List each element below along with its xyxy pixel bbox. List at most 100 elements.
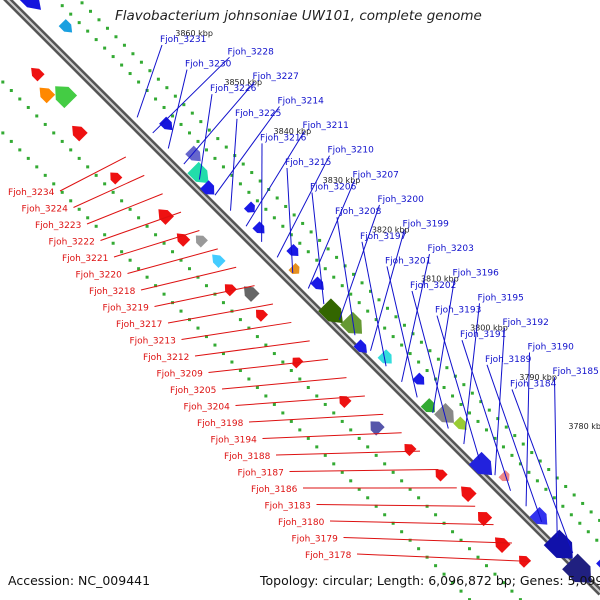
leader-line bbox=[198, 94, 213, 180]
leader-line bbox=[59, 156, 127, 192]
gene-label-top: Fjoh_3200 bbox=[378, 195, 425, 205]
leader-line bbox=[230, 118, 238, 211]
gene-label-top: Fjoh_3228 bbox=[228, 47, 275, 57]
gene-label-top: Fjoh_3195 bbox=[478, 293, 524, 303]
gene-arrow bbox=[494, 537, 511, 553]
leader-line bbox=[154, 285, 255, 307]
gene-label-top: Fjoh_3197 bbox=[360, 232, 406, 242]
gene-label-top: Fjoh_3231 bbox=[160, 35, 206, 45]
accession-label: Accession: NC_009441 bbox=[8, 573, 151, 588]
scale-tick-label: 3780 kbp bbox=[568, 422, 600, 431]
gene-label-bottom: Fjoh_3234 bbox=[8, 188, 55, 198]
gene-arrow bbox=[370, 421, 385, 436]
leader-line bbox=[525, 352, 530, 507]
leader-line bbox=[183, 81, 255, 165]
gene-label-bottom: Fjoh_3218 bbox=[89, 287, 136, 297]
gene-label-bottom: Fjoh_3209 bbox=[157, 370, 204, 380]
leader-line bbox=[140, 266, 237, 291]
gene-label-top: Fjoh_3230 bbox=[185, 60, 232, 70]
scale-tick-label: 3820 kbp bbox=[372, 225, 410, 234]
leader-line bbox=[127, 248, 218, 274]
leader-line bbox=[214, 106, 280, 196]
gene-label-bottom: Fjoh_3223 bbox=[35, 221, 81, 231]
leader-line bbox=[329, 520, 494, 526]
leader-line bbox=[343, 537, 512, 544]
gene-label-top: Fjoh_3185 bbox=[553, 367, 599, 377]
gene-arrow bbox=[286, 243, 299, 256]
gene-label-top: Fjoh_3189 bbox=[485, 355, 532, 365]
leader-line bbox=[336, 217, 356, 336]
gene-arrow bbox=[55, 86, 78, 109]
gene-arrow bbox=[255, 309, 268, 322]
scale-tick-label: 3790 kbp bbox=[519, 373, 557, 382]
gene-arrow bbox=[318, 298, 343, 324]
gene-arrow bbox=[252, 221, 265, 234]
gene-arrow bbox=[31, 67, 45, 82]
gene-label-top: Fjoh_3196 bbox=[453, 269, 500, 279]
leader-line bbox=[436, 315, 480, 460]
scale-tick-label: 3830 kbp bbox=[323, 176, 361, 185]
leader-line bbox=[361, 241, 387, 367]
leader-line bbox=[245, 130, 305, 227]
gene-arrow bbox=[212, 254, 226, 268]
gene-arrow bbox=[562, 553, 592, 583]
gene-arrow bbox=[243, 286, 260, 302]
gene-label-top: Fjoh_3184 bbox=[510, 379, 557, 389]
gene-arrow bbox=[200, 180, 215, 195]
gene-arrow bbox=[519, 555, 532, 568]
gene-label-top: Fjoh_3203 bbox=[428, 244, 474, 254]
leader-line bbox=[311, 192, 325, 305]
gene-arrow bbox=[310, 276, 324, 290]
leader-line bbox=[276, 155, 330, 258]
leader-line bbox=[401, 253, 430, 382]
gene-label-bottom: Fjoh_3178 bbox=[305, 551, 352, 561]
gene-arrow bbox=[72, 125, 88, 142]
gene-label-top: Fjoh_3227 bbox=[253, 72, 299, 82]
leader-line bbox=[86, 193, 163, 225]
leader-line bbox=[356, 553, 531, 562]
leader-line bbox=[316, 504, 476, 507]
gene-label-bottom: Fjoh_3219 bbox=[103, 304, 150, 314]
gene-arrow bbox=[187, 161, 209, 184]
leader-line bbox=[411, 290, 449, 429]
leader-line bbox=[100, 211, 182, 241]
scale-tick-label: 3840 kbp bbox=[274, 127, 312, 136]
leader-line bbox=[136, 44, 163, 118]
gene-arrow bbox=[412, 372, 425, 385]
gene-label-top: Fjoh_3201 bbox=[385, 256, 431, 266]
gene-label-bottom: Fjoh_3179 bbox=[292, 535, 339, 545]
gene-arrow bbox=[353, 339, 367, 353]
gene-label-top: Fjoh_3206 bbox=[310, 183, 357, 193]
gene-arrow bbox=[529, 506, 548, 525]
gene-label-top: Fjoh_3214 bbox=[278, 97, 325, 107]
bottom-strand-labels: Fjoh_3234Fjoh_3224Fjoh_3223Fjoh_3222Fjoh… bbox=[8, 156, 531, 562]
gene-label-top: Fjoh_3210 bbox=[328, 146, 375, 156]
gene-label-bottom: Fjoh_3213 bbox=[130, 337, 176, 347]
gene-arrow bbox=[39, 87, 56, 104]
gene-label-bottom: Fjoh_3204 bbox=[184, 403, 231, 413]
gene-label-top: Fjoh_3208 bbox=[335, 207, 382, 217]
gene-label-bottom: Fjoh_3183 bbox=[265, 502, 311, 512]
gene-arrow bbox=[195, 235, 208, 248]
gene-arrow bbox=[340, 311, 363, 334]
gene-label-bottom: Fjoh_3222 bbox=[49, 238, 95, 248]
gene-label-bottom: Fjoh_3188 bbox=[224, 452, 271, 462]
gene-label-top: Fjoh_3216 bbox=[260, 133, 307, 143]
leader-line bbox=[461, 340, 512, 491]
gene-arrow bbox=[420, 398, 435, 413]
scale-tick-label: 3860 kbp bbox=[175, 29, 213, 38]
gene-label-top: Fjoh_3190 bbox=[528, 343, 575, 353]
gene-arrow bbox=[159, 116, 173, 131]
gene-label-top: Fjoh_3211 bbox=[303, 121, 349, 131]
gene-label-bottom: Fjoh_3220 bbox=[76, 271, 123, 281]
genome-summary: Topology: circular; Length: 6,096,872 bp… bbox=[260, 573, 600, 588]
leader-line bbox=[194, 340, 310, 357]
gene-label-top: Fjoh_3199 bbox=[403, 220, 450, 230]
leader-line bbox=[275, 450, 421, 456]
gene-arrow bbox=[288, 263, 300, 275]
leader-line bbox=[289, 469, 439, 472]
leader-line bbox=[386, 266, 418, 398]
gene-arrow bbox=[477, 511, 493, 527]
